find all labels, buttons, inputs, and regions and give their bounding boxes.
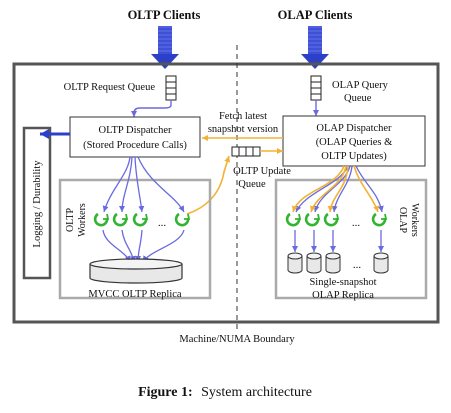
oltp-worker-icon-4	[174, 212, 191, 227]
oltp-request-queue-label: OLTP Request Queue	[64, 82, 156, 93]
oltp-worker-icon-2	[112, 212, 129, 227]
olap-query-queue-icon	[310, 75, 322, 101]
mvcc-replica-cylinder	[89, 258, 183, 284]
olap-workers-label-2: Workers	[409, 203, 420, 237]
olap-replica-cylinders	[287, 252, 389, 274]
figure-caption: Figure 1: System architecture	[138, 385, 312, 400]
olap-dispatcher-to-workers-blue	[295, 165, 384, 213]
oltp-workers-to-replica-arrows	[102, 229, 185, 263]
fetch-latest-label-2: snapshot version	[208, 124, 279, 135]
olap-replica-region	[274, 178, 428, 300]
olap-worker-icon-2	[304, 212, 321, 227]
oltp-workers-ellipsis: ...	[158, 217, 167, 229]
olap-workers-to-replicas-arrows	[292, 230, 384, 252]
snapshot-replica-label-2: OLAP Replica	[312, 290, 374, 301]
oltp-worker-icon-1	[93, 212, 110, 227]
oltp-queue-to-dispatcher-arrow	[131, 100, 172, 117]
oltp-request-queue-icon	[165, 75, 177, 101]
oltp-update-queue-icon	[231, 146, 261, 157]
olap-worker-icons	[285, 212, 388, 227]
olap-dispatcher-label-1: OLAP Dispatcher	[316, 123, 392, 134]
olap-replicas-ellipsis: ...	[353, 259, 362, 271]
oltp-dispatcher-label-2: (Stored Procedure Calls)	[83, 140, 187, 151]
oltp-dispatcher-box	[69, 116, 201, 158]
machine-boundary-label: Machine/NUMA Boundary	[179, 334, 295, 345]
olap-replica-cylinder-4	[373, 252, 389, 274]
oltp-update-queue-label-2: Queue	[238, 179, 266, 190]
olap-clients-label: OLAP Clients	[278, 8, 353, 22]
olap-clients-arrow	[301, 26, 329, 69]
olap-replica-cylinder-3	[325, 252, 341, 274]
olap-query-queue-label-2: Queue	[344, 93, 372, 104]
machine-boundary-box	[12, 62, 440, 324]
oltp-worker-icons	[93, 212, 191, 227]
oltp-dispatcher-to-workers-arrows	[102, 156, 185, 213]
logging-label: Logging / Durability	[32, 160, 43, 248]
mvcc-replica-label: MVCC OLTP Replica	[88, 289, 181, 300]
olap-replica-cylinder-2	[306, 252, 322, 274]
oltp-workers-label-2: Workers	[77, 203, 88, 237]
olap-workers-label-1: OLAP	[397, 207, 408, 234]
snapshot-replica-label-1: Single-snapshot	[309, 277, 376, 288]
olap-dispatcher-label-3: OLTP Updates)	[321, 151, 387, 162]
olap-worker-icon-1	[285, 212, 302, 227]
olap-worker-icon-3	[323, 212, 340, 227]
oltp-clients-label: OLTP Clients	[128, 8, 201, 22]
fetch-latest-label-1: Fetch latest	[219, 111, 267, 122]
figure-caption-label: Figure 1:	[138, 385, 193, 400]
logging-box	[22, 126, 52, 280]
oltp-replica-region	[58, 178, 212, 300]
oltp-worker-icon-3	[132, 212, 149, 227]
olap-dispatcher-box	[282, 115, 426, 167]
olap-query-queue-label-1: OLAP Query	[332, 80, 389, 91]
worker-to-update-queue-arrow	[186, 155, 231, 215]
oltp-update-queue-label-1: OLTP Update	[233, 166, 291, 177]
olap-workers-ellipsis: ...	[352, 217, 361, 229]
figure-caption-text: System architecture	[201, 385, 312, 400]
olap-worker-icon-4	[371, 212, 388, 227]
olap-dispatcher-to-workers-orange	[291, 165, 379, 213]
olap-dispatcher-label-2: (OLAP Queries &	[316, 137, 393, 148]
oltp-dispatcher-label-1: OLTP Dispatcher	[98, 125, 172, 136]
olap-replica-cylinder-1	[287, 252, 303, 274]
oltp-clients-arrow	[151, 26, 179, 69]
oltp-workers-label-1: OLTP	[65, 208, 76, 233]
